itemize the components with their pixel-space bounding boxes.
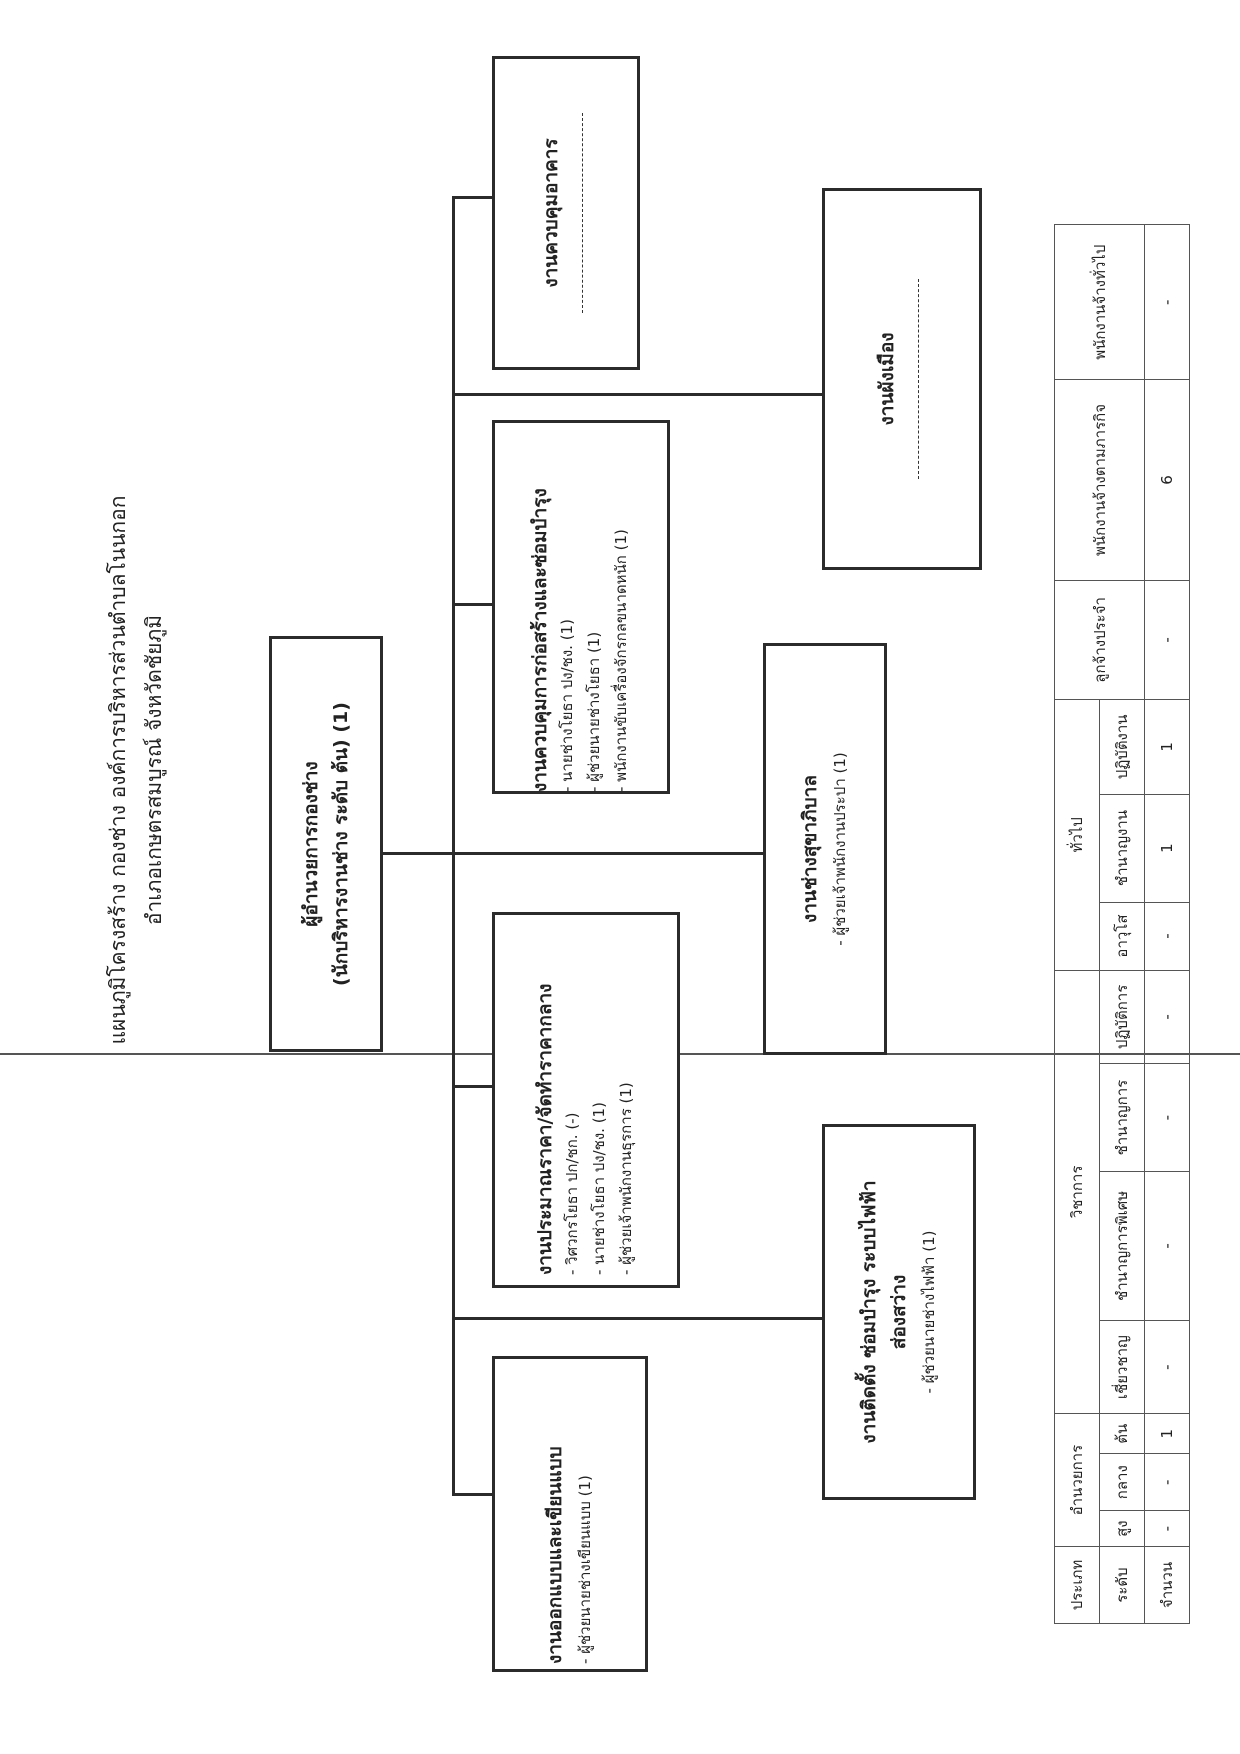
level-admin-high: สูง (1099, 1510, 1145, 1547)
summary-label-type: ประเภท (1054, 1546, 1100, 1624)
count-admin-high: - (1144, 1510, 1190, 1547)
director-position: (นักบริหารงานช่าง ระดับ ต้น) (1) (330, 702, 352, 986)
sanitation-title: งานช่างสุขาภิบาล (799, 775, 821, 923)
count-academic-pro: - (1144, 1063, 1190, 1172)
director-label: ผู้อำนวยการกองช่าง (นักบริหารงานช่าง ระด… (296, 644, 356, 1044)
connector-to-construction (452, 603, 492, 606)
count-general-senior: - (1144, 902, 1190, 971)
count-general-staff: - (1144, 224, 1190, 380)
construction-control-content: งานควบคุมการก่อสร้างและซ่อมบำรุง - นายช่… (526, 442, 636, 792)
construction-control-title: งานควบคุมการก่อสร้างและซ่อมบำรุง (529, 488, 551, 792)
level-general-skilled: ชำนาญงาน (1099, 794, 1145, 903)
summary-group-academic: วิชาการ (1054, 970, 1100, 1414)
construction-control-box (492, 420, 670, 794)
sanitation-item-1: - ผู้ช่วยเจ้าพนักงานประปา (1) (831, 752, 849, 946)
summary-label-count: จำนวน (1144, 1546, 1190, 1624)
sanitation-box (763, 643, 887, 1055)
building-control-dash (566, 63, 596, 363)
electric-title-line-2: ส่องสว่าง (888, 1274, 910, 1350)
building-control-box (492, 56, 640, 370)
cityplan-dash (902, 229, 932, 529)
count-admin-low: 1 (1144, 1413, 1190, 1454)
sanitation-content: งานช่างสุขาภิบาล - ผู้ช่วยเจ้าพนักงานประ… (795, 669, 855, 1029)
count-mission: 6 (1144, 379, 1190, 581)
summary-table-wrapper: ประเภท อำนวยการ วิชาการ ทั่วไป ลูกจ้างปร… (1054, 224, 1202, 1624)
count-permanent: - (1144, 580, 1190, 700)
construction-item-3: - พนักงานขับเครื่องจักรกลขนาดหนัก (1) (612, 529, 630, 792)
estimate-item-1: - วิศวกรโยธา ปก/ชก. (-) (563, 1112, 581, 1275)
summary-row-type: ประเภท อำนวยการ วิชาการ ทั่วไป ลูกจ้างปร… (1054, 224, 1145, 1624)
level-admin-mid: กลาง (1099, 1453, 1145, 1511)
electric-item-1: - ผู้ช่วยนายช่างไฟฟ้า (1) (920, 1230, 938, 1394)
connector-to-design (452, 1493, 492, 1496)
count-general-op: 1 (1144, 699, 1190, 795)
electric-content: งานติดตั้ง ซ่อมบำรุง ระบบไฟฟ้า ส่องสว่าง… (854, 1137, 944, 1487)
summary-label-level: ระดับ (1099, 1546, 1145, 1624)
design-box (492, 1356, 648, 1672)
level-academic-senior: ชำนาญการพิเศษ (1099, 1171, 1145, 1321)
estimate-item-2: - นายช่างโยธา ปง/ชง. (1) (590, 1102, 608, 1275)
summary-group-admin: อำนวยการ (1054, 1413, 1100, 1547)
count-admin-mid: - (1144, 1453, 1190, 1511)
director-box (269, 636, 383, 1052)
level-general-senior: อาวุโส (1099, 902, 1145, 971)
title-line-2: อำเภอเกษตรสมบูรณ์ จังหวัดชัยภูมิ (142, 614, 166, 926)
estimate-box (492, 912, 680, 1288)
electric-title-line-1: งานติดตั้ง ซ่อมบำรุง ระบบไฟฟ้า (858, 1180, 880, 1444)
estimate-content: งานประมาณราคา/จัดทำราคากลาง - วิศวกรโยธา… (531, 925, 641, 1275)
building-control-title: งานควบคุมอาคาร (540, 138, 562, 288)
title-line-1: แผนภูมิโครงสร้าง กองช่าง องค์การบริหารส่… (106, 495, 130, 1045)
level-general-op: ปฏิบัติงาน (1099, 699, 1145, 795)
cityplan-box (822, 188, 982, 570)
count-academic-expert: - (1144, 1320, 1190, 1414)
summary-row-count: จำนวน - - 1 - - - - - 1 1 - 6 - (1144, 224, 1190, 1624)
connector-to-cityplan (452, 393, 822, 396)
connector-to-building (452, 196, 492, 199)
design-content: งานออกแบบและเขียนแบบ - ผู้ช่วยนายช่างเขี… (540, 1364, 600, 1664)
summary-group-mission: พนักงานจ้างตามภารกิจ (1054, 379, 1145, 581)
level-admin-low: ต้น (1099, 1413, 1145, 1454)
construction-item-1: - นายช่างโยธา ปง/ชง. (1) (558, 619, 576, 792)
cityplan-title: งานผังเมือง (876, 332, 898, 426)
count-general-skilled: 1 (1144, 794, 1190, 903)
estimate-item-3: - ผู้ช่วยเจ้าพนักงานธุรการ (1) (617, 1082, 635, 1275)
construction-item-2: - ผู้ช่วยนายช่างโยธา (1) (585, 631, 603, 792)
connector-to-electric (452, 1317, 822, 1320)
summary-group-general: ทั่วไป (1054, 699, 1100, 971)
electric-box (822, 1124, 976, 1500)
director-title: ผู้อำนวยการกองช่าง (300, 761, 322, 927)
page-title: แผนภูมิโครงสร้าง กองช่าง องค์การบริหารส่… (100, 295, 180, 1245)
summary-table: ประเภท อำนวยการ วิชาการ ทั่วไป ลูกจ้างปร… (1054, 224, 1190, 1624)
summary-group-general-staff: พนักงานจ้างทั่วไป (1054, 224, 1145, 380)
design-item-1: - ผู้ช่วยนายช่างเขียนแบบ (1) (576, 1475, 594, 1664)
connector-main (383, 852, 763, 855)
level-academic-expert: เชี่ยวชาญ (1099, 1320, 1145, 1414)
count-academic-op: - (1144, 970, 1190, 1064)
connector-to-estimate (452, 1085, 492, 1088)
cityplan-content: งานผังเมือง (872, 229, 932, 529)
level-academic-op: ปฏิบัติการ (1099, 970, 1145, 1064)
estimate-title: งานประมาณราคา/จัดทำราคากลาง (534, 983, 556, 1275)
count-academic-senior: - (1144, 1171, 1190, 1321)
building-control-content: งานควบคุมอาคาร (536, 63, 596, 363)
connector-bus (452, 196, 455, 1496)
level-academic-pro: ชำนาญการ (1099, 1063, 1145, 1172)
design-title: งานออกแบบและเขียนแบบ (544, 1446, 566, 1664)
summary-group-permanent: ลูกจ้างประจำ (1054, 580, 1145, 700)
